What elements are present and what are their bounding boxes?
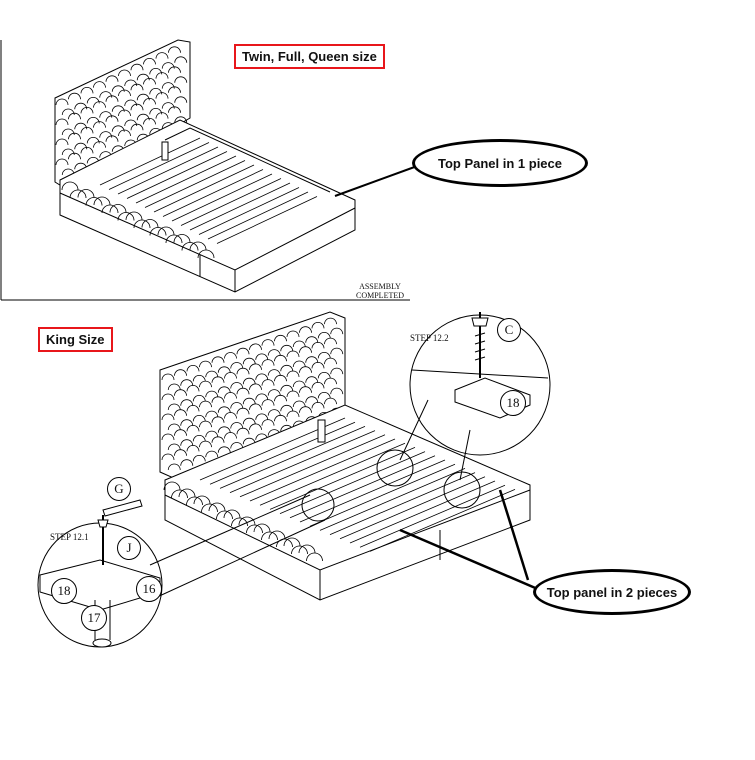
callout-line-bottom-2 bbox=[498, 489, 530, 581]
status-line-1: ASSEMBLY bbox=[359, 282, 401, 291]
part-label-g: G bbox=[107, 477, 131, 501]
size-label-king: King Size bbox=[38, 327, 113, 352]
part-label-18-top: 18 bbox=[500, 390, 526, 416]
step-label-12-1: STEP 12.1 bbox=[50, 532, 89, 542]
callout-line-top bbox=[334, 164, 421, 197]
status-line-2: COMPLETED bbox=[356, 291, 404, 300]
callout-top-panel-one-piece: Top Panel in 1 piece bbox=[412, 139, 588, 187]
size-label-top: Twin, Full, Queen size bbox=[234, 44, 385, 69]
callout-line-bottom-1 bbox=[399, 528, 541, 592]
bed-top-one-piece bbox=[54, 39, 356, 293]
part-label-16: 16 bbox=[136, 576, 162, 602]
detail-view-step-12-2 bbox=[376, 312, 551, 509]
assembly-status: ASSEMBLY COMPLETED bbox=[348, 282, 412, 300]
part-label-j: J bbox=[117, 536, 141, 560]
part-label-c: C bbox=[497, 318, 521, 342]
part-label-17: 17 bbox=[81, 605, 107, 631]
step-label-12-2: STEP 12.2 bbox=[410, 333, 449, 343]
callout-top-panel-two-pieces: Top panel in 2 pieces bbox=[533, 569, 691, 615]
part-label-18-bottom: 18 bbox=[51, 578, 77, 604]
